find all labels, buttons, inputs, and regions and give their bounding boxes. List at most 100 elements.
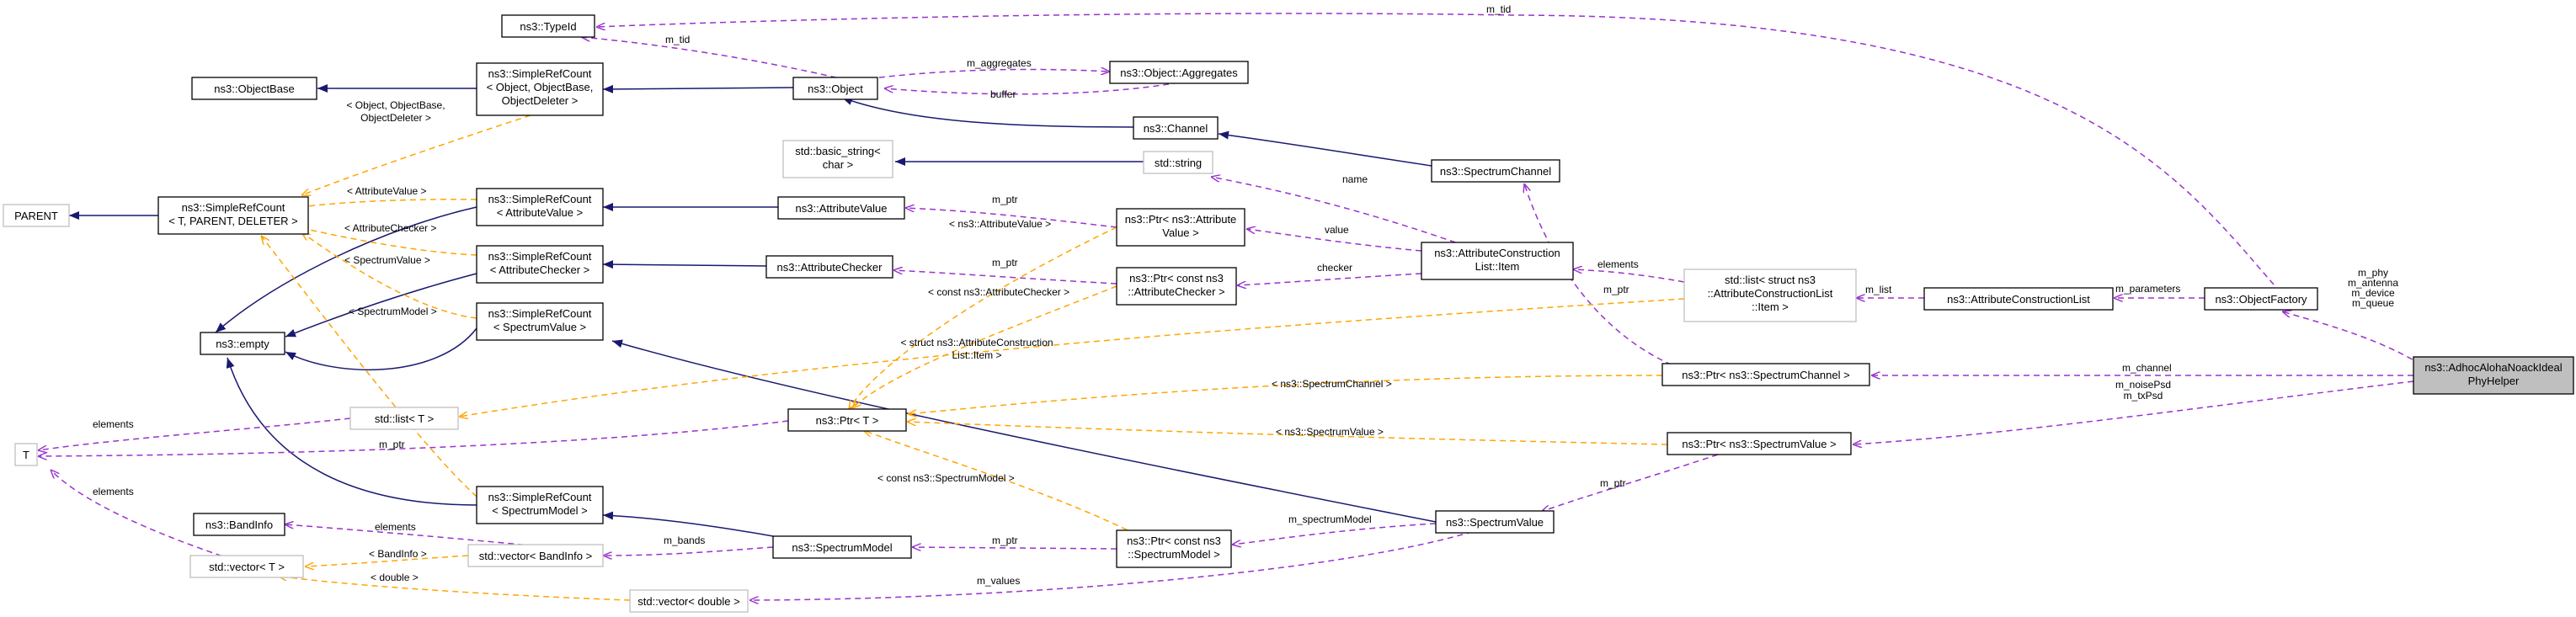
node-vector-bandinfo[interactable]: std::vector< BandInfo > — [467, 544, 604, 567]
node-ptr-spectrumchannel[interactable]: ns3::Ptr< ns3::SpectrumChannel > — [1661, 363, 1870, 386]
label-elements-list: elements — [93, 418, 134, 430]
edge-tpl-vector-d — [278, 576, 631, 601]
label-noise-tx-line: m_txPsd — [2124, 390, 2163, 402]
node-ptr-attributevalue-line: ns3::Ptr< ns3::Attribute — [1125, 213, 1237, 226]
edge-use-ptr-t-t — [38, 420, 789, 456]
label-m-ptr-attributechecker: m_ptr — [992, 257, 1018, 269]
svg-text:std::list< T >: std::list< T > — [375, 412, 434, 425]
node-basic-string[interactable]: std::basic_string<char > — [782, 140, 893, 178]
node-string[interactable]: std::string — [1143, 151, 1213, 174]
label-tpl-object-line: < Object, ObjectBase, — [346, 99, 445, 111]
node-vector-bandinfo-line: std::vector< BandInfo > — [479, 550, 592, 562]
label-tpl-object-line: ObjectDeleter > — [360, 112, 431, 124]
label-tpl-ptr-spectrumchannel: < ns3::SpectrumChannel > — [1272, 378, 1392, 390]
node-list-acl-item-line: ::Item > — [1752, 301, 1789, 313]
node-t[interactable]: T — [14, 443, 38, 466]
label-tpl-double: < double > — [371, 572, 419, 583]
node-attributevalue[interactable]: ns3::AttributeValue — [777, 196, 905, 220]
node-typeid[interactable]: ns3::TypeId — [501, 14, 595, 38]
svg-text:ns3::SpectrumModel: ns3::SpectrumModel — [792, 541, 892, 554]
label-tpl-list-item-line: < struct ns3::AttributeConstruction — [900, 337, 1053, 348]
svg-text:ns3::SimpleRefCount< SpectrumV: ns3::SimpleRefCount< SpectrumValue > — [488, 307, 592, 333]
label-m-channel: m_channel — [2122, 362, 2172, 374]
node-list-t[interactable]: std::list< T > — [349, 407, 459, 430]
node-simplerefcount-spectrummodel[interactable]: ns3::SimpleRefCount< SpectrumModel > — [476, 486, 604, 524]
node-attributeconstructionlist[interactable]: ns3::AttributeConstructionList — [1923, 287, 2114, 311]
node-objectfactory[interactable]: ns3::ObjectFactory — [2204, 287, 2318, 311]
label-m-values: m_values — [977, 575, 1020, 587]
svg-text:std::list< struct ns3::Attribu: std::list< struct ns3::AttributeConstruc… — [1708, 274, 1833, 313]
node-channel[interactable]: ns3::Channel — [1133, 116, 1219, 140]
node-ptr-t[interactable]: ns3::Ptr< T > — [787, 408, 907, 432]
node-ptr-spectrummodel-line: ::SpectrumModel > — [1128, 548, 1219, 561]
node-object-aggregates[interactable]: ns3::Object::Aggregates — [1109, 61, 1249, 84]
edge-src-ac-to-empty — [285, 273, 477, 338]
node-object[interactable]: ns3::Object — [792, 77, 878, 100]
label-checker: checker — [1317, 262, 1352, 274]
node-simplerefcount-object-line: ns3::SimpleRefCount — [488, 67, 592, 80]
node-simplerefcount-attributevalue[interactable]: ns3::SimpleRefCount< AttributeValue > — [476, 188, 604, 226]
node-simplerefcount-spectrummodel-line: ns3::SimpleRefCount — [488, 491, 592, 503]
svg-text:ns3::AttributeValue: ns3::AttributeValue — [796, 202, 888, 215]
node-list-acl-item[interactable]: std::list< struct ns3::AttributeConstruc… — [1683, 269, 1857, 322]
label-member-line: m_antenna — [2348, 277, 2398, 289]
node-spectrummodel[interactable]: ns3::SpectrumModel — [772, 535, 912, 559]
node-empty[interactable]: ns3::empty — [200, 332, 285, 355]
label-elements-bandinfo: elements — [375, 521, 416, 533]
node-attributechecker[interactable]: ns3::AttributeChecker — [765, 255, 893, 279]
label-tpl-attributechecker: < AttributeChecker > — [344, 222, 436, 234]
node-spectrumvalue[interactable]: ns3::SpectrumValue — [1435, 510, 1555, 534]
svg-text:ns3::AttributeConstructionList: ns3::AttributeConstructionList::Item — [1434, 247, 1560, 273]
label-m-bands: m_bands — [664, 535, 705, 546]
edge-tpl-ptr-sc — [908, 375, 1663, 414]
edge-tpl-src-obj — [301, 114, 531, 195]
node-ptr-attributechecker-line: ns3::Ptr< const ns3 — [1129, 272, 1224, 285]
node-ptr-spectrumvalue[interactable]: ns3::Ptr< ns3::SpectrumValue > — [1667, 432, 1852, 455]
node-simplerefcount-t[interactable]: ns3::SimpleRefCount< T, PARENT, DELETER … — [157, 196, 309, 235]
svg-text:std::basic_string<char >: std::basic_string<char > — [795, 145, 881, 171]
node-adhocalohanoackidealphyhelper-line: PhyHelper — [2468, 375, 2520, 387]
edge-use-ptr-av-attributevalue — [905, 208, 1117, 228]
node-simplerefcount-attributevalue-line: ns3::SimpleRefCount — [488, 193, 592, 205]
label-m-ptr-t: m_ptr — [379, 439, 405, 450]
edge-use-vector-t-t — [51, 470, 242, 563]
edge-src-av-to-empty — [215, 206, 477, 333]
node-bandinfo[interactable]: ns3::BandInfo — [193, 513, 285, 536]
node-attributeconstructionlist-item-line: List::Item — [1475, 260, 1520, 273]
node-channel-line: ns3::Channel — [1144, 122, 1208, 135]
node-simplerefcount-spectrummodel-line: < SpectrumModel > — [492, 504, 587, 517]
node-parent[interactable]: PARENT — [3, 204, 70, 227]
svg-text:ns3::SimpleRefCount< Attribute: ns3::SimpleRefCount< AttributeValue > — [488, 193, 592, 219]
node-spectrumchannel[interactable]: ns3::SpectrumChannel — [1431, 159, 1560, 183]
edge-use-acl-item-ptr-ac — [1237, 273, 1422, 285]
label-tpl-ptr-attributevalue: < ns3::AttributeValue > — [949, 218, 1051, 230]
label-value: value — [1325, 224, 1349, 236]
edge-use-object-aggregates — [858, 69, 1110, 81]
svg-text:ns3::empty: ns3::empty — [216, 338, 269, 350]
node-vector-t[interactable]: std::vector< T > — [189, 555, 304, 578]
node-objectbase[interactable]: ns3::ObjectBase — [191, 77, 317, 100]
node-ptr-attributechecker-line: ::AttributeChecker > — [1128, 285, 1224, 298]
node-typeid-line: ns3::TypeId — [520, 20, 576, 33]
edge-use-helper-objectfactory — [2282, 311, 2422, 365]
label-m-ptr-spectrummodel: m_ptr — [992, 535, 1018, 546]
svg-text:ns3::AttributeConstructionList: ns3::AttributeConstructionList — [1947, 293, 2090, 306]
edge-tpl-list-item-list-t — [459, 298, 1685, 417]
node-ptr-spectrummodel[interactable]: ns3::Ptr< const ns3::SpectrumModel > — [1116, 529, 1232, 568]
node-simplerefcount-attributechecker[interactable]: ns3::SimpleRefCount< AttributeChecker > — [476, 245, 604, 284]
node-simplerefcount-spectrumvalue[interactable]: ns3::SimpleRefCount< SpectrumValue > — [476, 302, 604, 341]
node-ptr-attributechecker[interactable]: ns3::Ptr< const ns3::AttributeChecker > — [1116, 267, 1237, 306]
edge-use-ptr-sm-spectrummodel — [912, 547, 1117, 549]
svg-text:std::string: std::string — [1155, 157, 1202, 169]
node-vector-double[interactable]: std::vector< double > — [629, 589, 749, 613]
edge-use-acl-item-string — [1211, 177, 1466, 247]
node-ptr-spectrumvalue-line: ns3::Ptr< ns3::SpectrumValue > — [1682, 438, 1836, 450]
node-attributeconstructionlist-line: ns3::AttributeConstructionList — [1947, 293, 2090, 306]
node-simplerefcount-object[interactable]: ns3::SimpleRefCount< Object, ObjectBase,… — [476, 62, 604, 116]
